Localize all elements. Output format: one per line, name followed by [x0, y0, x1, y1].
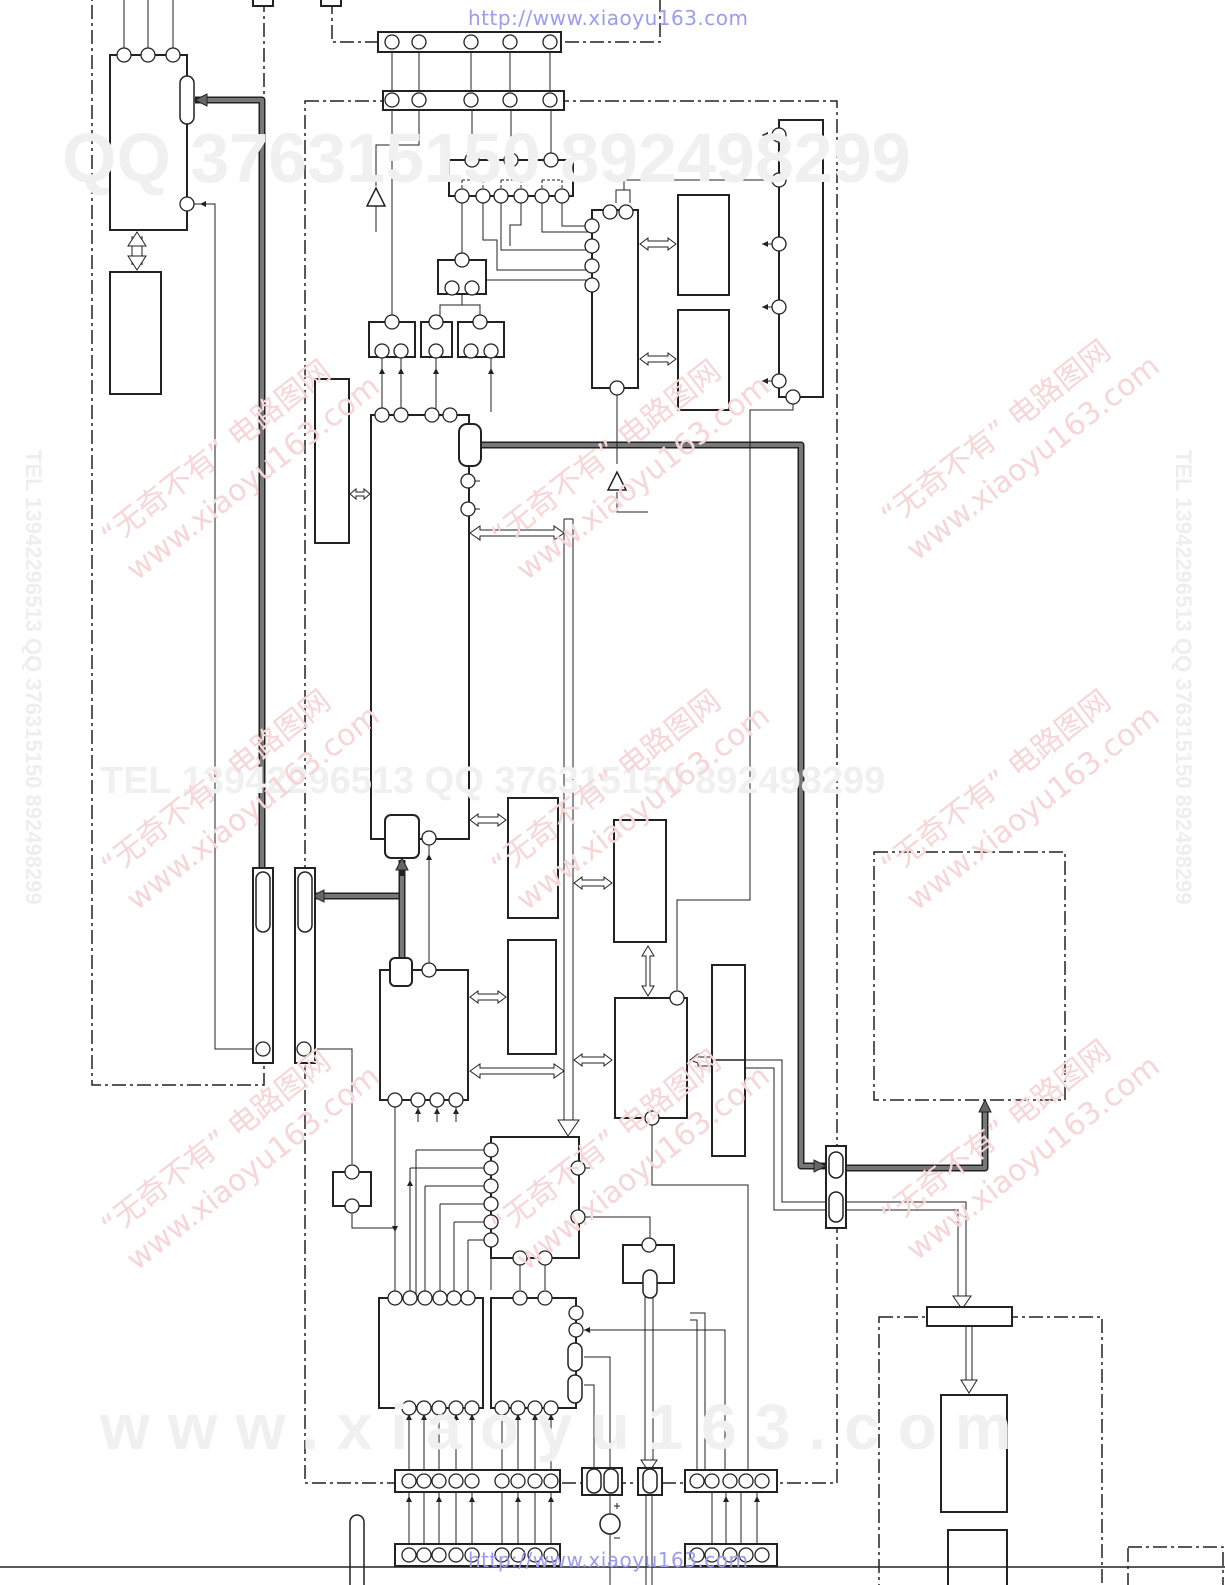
footer-url[interactable]: http://www.xiaoyu163.com — [468, 1548, 749, 1572]
top-small-box-2 — [320, 0, 342, 7]
top-small-box-1 — [252, 0, 274, 7]
bottom-right-section-boundary — [1127, 1546, 1224, 1585]
bus-ic-to-right-fill — [472, 443, 822, 1168]
elongated-pins — [179, 75, 844, 1585]
buffers — [365, 186, 628, 491]
right-upper-section-boundary — [873, 851, 1066, 1101]
bus-chip-to-connector-fill — [318, 860, 404, 898]
controller-ic — [591, 209, 639, 389]
decoder-block — [490, 1136, 580, 1259]
left-mid-block — [314, 378, 350, 544]
bidirectional-arrows — [349, 237, 713, 1079]
mid-block-1 — [507, 797, 559, 919]
main-board-boundary — [304, 100, 838, 1484]
chip-b — [389, 957, 413, 987]
blocks — [109, 54, 1013, 1585]
hollow-buses — [127, 231, 978, 1585]
watermark-vertical-left: TEL 13942296513 QQ 376315150 892498299 — [21, 450, 46, 905]
round-pins — [116, 34, 801, 1563]
right-column-block — [778, 119, 824, 398]
chip-a — [384, 814, 420, 859]
lower-ic — [379, 969, 469, 1101]
display-header — [926, 1306, 1013, 1327]
watermark-vertical: TEL 13942296513 QQ 376315150 892498299 — [1171, 450, 1196, 905]
power-source-symbol — [599, 1513, 621, 1535]
memory-block-2 — [677, 309, 730, 411]
header-url[interactable]: http://www.xiaoyu163.com — [468, 6, 749, 30]
right-ic — [614, 997, 688, 1119]
power-source-signs — [614, 1503, 620, 1539]
left-section-boundary — [91, 0, 265, 1086]
mid-block-2 — [507, 939, 557, 1055]
chip-c — [458, 423, 482, 467]
bus-top-left-fill — [200, 98, 264, 870]
divider-lines — [712, 1059, 745, 1061]
main-ic — [370, 414, 470, 840]
bottom-module — [947, 1529, 1008, 1585]
signal-wires — [123, 0, 794, 1585]
display-module — [940, 1394, 1008, 1513]
left-upper-block — [109, 54, 188, 231]
watermark-qq: QQ 376315150 892498299 — [62, 119, 911, 197]
bus-arrowheads — [193, 93, 992, 1173]
left-lower-block — [109, 271, 162, 395]
watermark-site: www.xiaoyu163.com — [100, 1391, 1030, 1463]
watermark-tel: TEL 13942296513 QQ 376315150 892498299 — [100, 760, 886, 802]
driver-block-1 — [378, 1297, 484, 1409]
right-mid-block — [613, 819, 667, 943]
switch-contacts — [461, 179, 563, 188]
memory-block-1 — [677, 194, 730, 296]
bus-right-to-display-fill — [846, 1112, 987, 1170]
bus-chip-to-connector — [312, 860, 406, 900]
